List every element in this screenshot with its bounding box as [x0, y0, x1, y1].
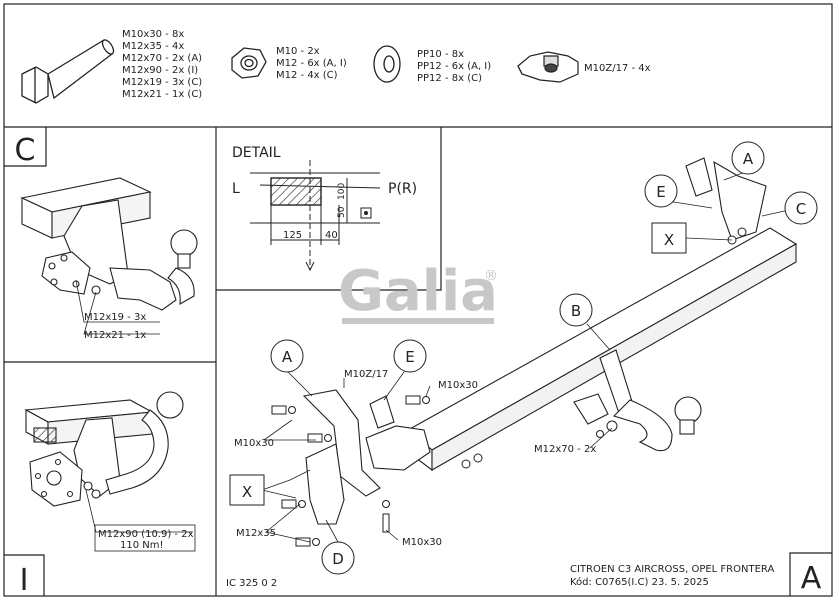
callout-label: E [656, 183, 665, 201]
detail-dim: 125 [283, 230, 302, 241]
panel-letter-i: I [20, 563, 29, 598]
bolt-spec: M12x90 - 2x (I) [122, 65, 198, 76]
frame-lines [3, 3, 833, 597]
bolt-icon [21, 39, 115, 104]
nut-spec: M12 - 4x (C) [276, 70, 338, 81]
nut-list: M10 - 2x M12 - 6x (A, I) M12 - 4x (C) [276, 46, 347, 81]
panel-c-label: M12x21 - 1x [84, 330, 146, 341]
detail-drawing [250, 160, 381, 272]
brand-registered-mark: ® [484, 268, 498, 284]
callout-x-right: X [651, 222, 687, 254]
nut-icon [231, 47, 267, 79]
callout-label: D [332, 550, 344, 568]
washer-spec: PP12 - 8x (C) [417, 73, 482, 84]
callout-label: A [743, 150, 754, 168]
callout-label: X [664, 231, 674, 249]
callout-label: A [282, 348, 293, 366]
bolt-label: M12x70 - 2x [534, 444, 596, 455]
detail-dim: 40 [325, 230, 338, 241]
callout-e-left: E [393, 339, 427, 373]
main-assembly-drawing [271, 157, 798, 547]
callout-e-right: E [644, 174, 678, 208]
detail-dim: 50 [337, 206, 347, 218]
callout-label: B [571, 302, 581, 320]
panel-letter-c: C [15, 133, 36, 168]
vehicle-model: CITROEN C3 AIRCROSS, OPEL FRONTERA [570, 564, 774, 575]
bolt-label: M10x30 [402, 537, 442, 548]
clip-spec: M10Z/17 - 4x [584, 63, 651, 74]
bolt-spec: M12x35 - 4x [122, 41, 184, 52]
bolt-spec: M12x70 - 2x (A) [122, 53, 202, 64]
callout-x-left: X [229, 474, 265, 506]
nut-spec: M12 - 6x (A, I) [276, 58, 347, 69]
panel-c-drawing [20, 177, 198, 311]
bolt-spec: M10x30 - 8x [122, 29, 184, 40]
drawing-code: IC 325 0 2 [226, 578, 277, 589]
callout-a-right: A [731, 141, 765, 175]
detail-dim: 100 [337, 183, 347, 200]
bolt-spec: M12x21 - 1x (C) [122, 89, 202, 100]
cage-nut-clip-icon [517, 51, 579, 83]
callout-label: E [405, 348, 414, 366]
panel-i-torque: 110 Nm! [120, 540, 164, 551]
callout-label: X [242, 483, 252, 501]
detail-title: DETAIL [232, 145, 281, 161]
washer-list: PP10 - 8x PP12 - 6x (A, I) PP12 - 8x (C) [417, 49, 491, 84]
callout-leaders [261, 171, 790, 543]
callout-b: B [559, 293, 593, 327]
panel-c-leaders [75, 279, 160, 335]
panel-i-drawing [24, 391, 184, 507]
detail-left-label: L [232, 181, 240, 197]
callout-d: D [321, 541, 355, 575]
callout-label: C [796, 200, 806, 218]
washer-spec: PP12 - 6x (A, I) [417, 61, 491, 72]
product-code-date: Kód: C0765(I.C) 23. 5. 2025 [570, 576, 709, 588]
bolt-label: M10x30 [438, 380, 478, 391]
bolt-label: M12x35 [236, 528, 276, 539]
panel-i-bolt-spec: M12x90 (10.9) - 2x [98, 529, 194, 540]
washer-spec: PP10 - 8x [417, 49, 464, 60]
callout-c: C [784, 191, 818, 225]
bolt-list: M10x30 - 8x M12x35 - 4x M12x70 - 2x (A) … [122, 29, 202, 100]
clip-label: M10Z/17 [344, 369, 388, 380]
brand-underline [342, 318, 494, 324]
nut-spec: M10 - 2x [276, 46, 320, 57]
callout-a-top: A [270, 339, 304, 373]
brand-logo: Galia [338, 259, 498, 324]
detail-right-label: P(R) [388, 181, 417, 197]
panel-letter-a: A [801, 561, 822, 596]
bolt-label: M10x30 [234, 438, 274, 449]
washer-icon [373, 45, 401, 83]
panel-c-label: M12x19 - 3x [84, 312, 146, 323]
bolt-spec: M12x19 - 3x (C) [122, 77, 202, 88]
panel-i-leaders [85, 489, 196, 552]
